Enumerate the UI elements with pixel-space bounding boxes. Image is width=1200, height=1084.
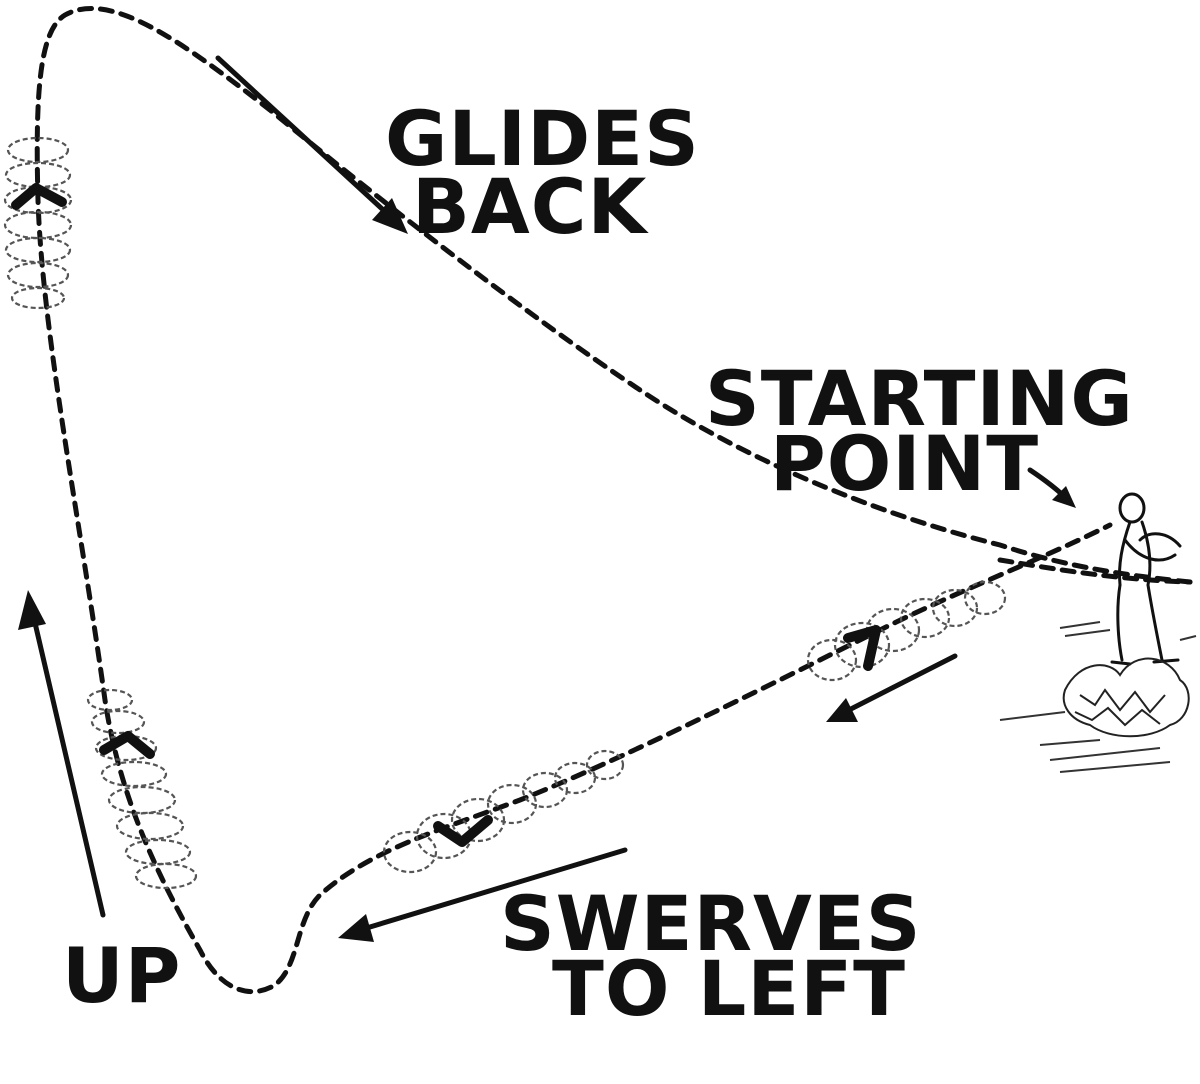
boomerang-spin-top-left <box>3 136 73 310</box>
starting-point-arrow <box>1027 467 1076 508</box>
ground-lines <box>999 621 1197 773</box>
swerves-label-line2: TO LEFT <box>552 944 906 1033</box>
swerves-left-arrow <box>338 847 628 942</box>
boomerang-spin-lower-left <box>86 688 198 890</box>
boomerang-spin-middle <box>382 749 625 874</box>
thrower-figure-icon <box>1110 492 1182 666</box>
glides-back-label-line1: GLIDES <box>385 94 700 183</box>
glides-back-label-line2: BACK <box>412 162 650 251</box>
direction-arrow <box>826 653 958 722</box>
flight-path <box>34 5 1193 995</box>
starting-point-label-line1: STARTING <box>705 354 1134 443</box>
boomerang-spin-right <box>806 580 1007 682</box>
boomerang-icon <box>433 815 493 847</box>
up-arrow <box>18 590 106 918</box>
glides-back-arrow <box>215 55 408 234</box>
flight-path-return <box>997 557 1193 585</box>
boomerang-icon <box>11 183 67 210</box>
boomerang-icon <box>843 625 881 671</box>
swerves-label-line1: SWERVES <box>500 879 921 968</box>
bush-scribble <box>1062 657 1190 738</box>
up-label: UP <box>62 931 181 1020</box>
boomerang-icon <box>99 731 155 759</box>
starting-point-label-line2: POINT <box>770 419 1039 508</box>
